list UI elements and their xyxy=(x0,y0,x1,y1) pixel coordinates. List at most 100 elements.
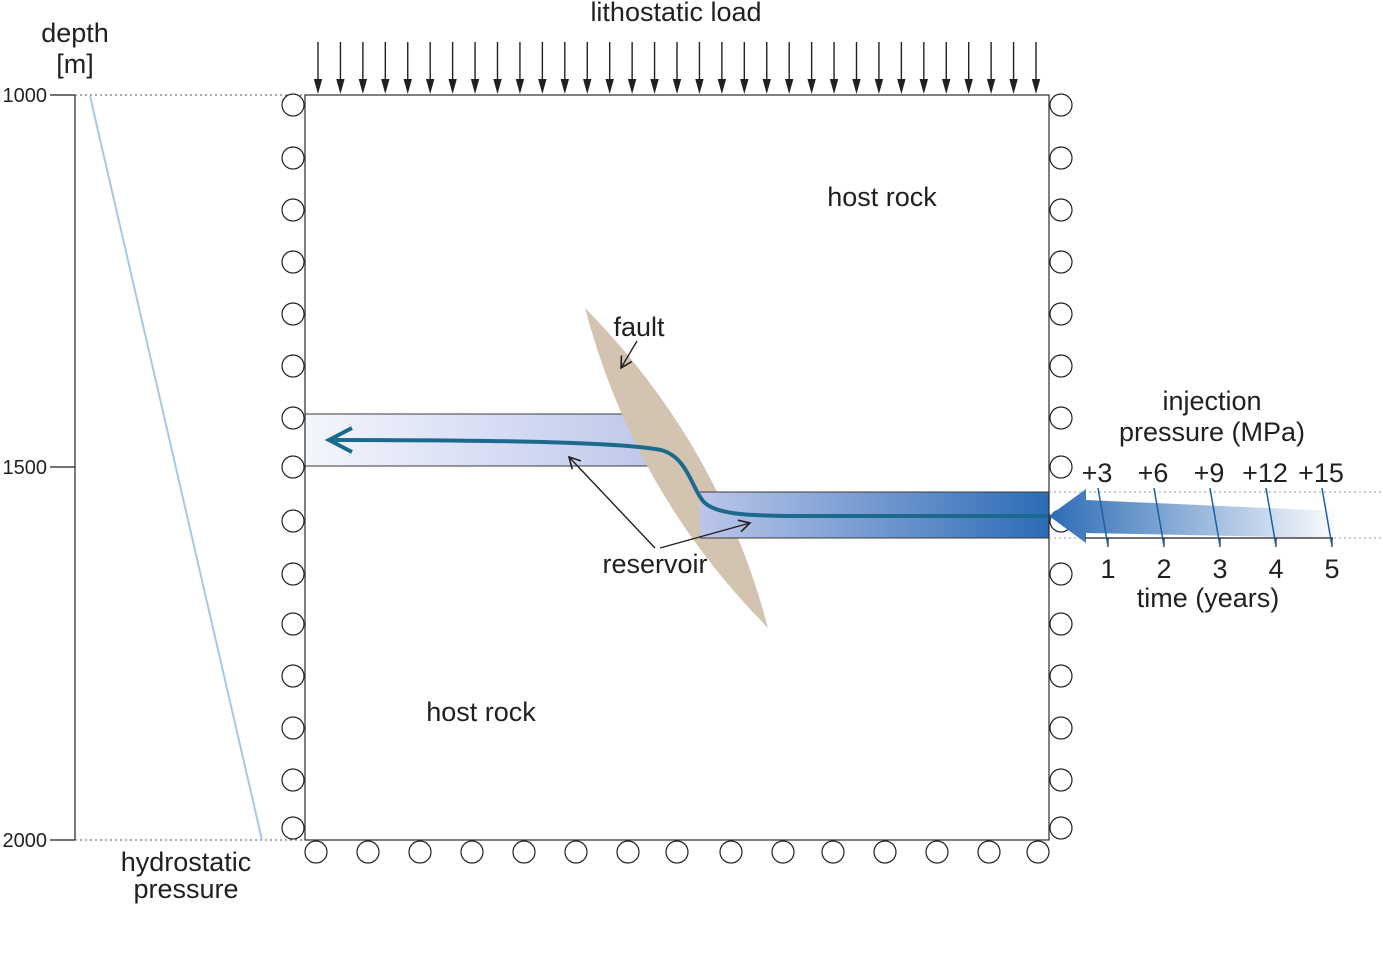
reservoir-pointer-arrow-upper xyxy=(567,455,656,549)
injection-schedule: injection pressure (MPa) +3 +6 +9 +12 +1… xyxy=(1049,386,1383,613)
pressure-step-line xyxy=(1097,487,1109,547)
load-arrow xyxy=(470,42,480,94)
roller-support-right xyxy=(1049,716,1073,740)
time-tick-label: 3 xyxy=(1212,554,1227,584)
load-arrow-head xyxy=(672,79,682,94)
roller-support-right xyxy=(1049,406,1073,430)
roller-support-right xyxy=(1049,455,1073,479)
load-arrow xyxy=(874,42,884,94)
hydrostatic-pressure-label: pressure xyxy=(133,874,238,904)
roller-support-bottom xyxy=(925,840,949,864)
depth-tick-label: 1000 xyxy=(3,85,48,107)
load-arrow xyxy=(852,42,861,94)
fault-pointer-arrow xyxy=(620,340,638,370)
roller-support-left xyxy=(281,146,305,170)
roller-support-bottom xyxy=(564,840,588,864)
fault-label: fault xyxy=(613,312,665,342)
roller-support-right xyxy=(1049,768,1073,792)
time-axis-label: time (years) xyxy=(1137,583,1280,613)
load-arrow-head xyxy=(717,79,727,94)
fluid-flow-path xyxy=(332,438,1051,518)
reservoir-label: reservoir xyxy=(602,549,707,579)
pressure-step-label: +12 xyxy=(1242,458,1288,488)
load-arrow xyxy=(942,42,951,94)
load-arrow-head xyxy=(942,79,951,94)
pressure-step-line xyxy=(1265,487,1277,547)
load-arrow xyxy=(358,42,368,94)
time-tick-label: 4 xyxy=(1268,554,1283,584)
host-rock-label-upper: host rock xyxy=(827,182,937,212)
load-arrow-head xyxy=(448,79,457,94)
load-arrow-head xyxy=(964,79,973,94)
load-arrow xyxy=(964,42,973,94)
load-arrow-head xyxy=(403,79,412,94)
load-arrow xyxy=(627,42,637,94)
load-arrow-head xyxy=(897,79,906,94)
roller-support-right xyxy=(1049,816,1073,840)
load-arrow xyxy=(560,42,570,94)
roller-support-bottom xyxy=(771,840,795,864)
roller-support-right xyxy=(1049,146,1073,170)
load-arrow xyxy=(740,42,749,94)
roller-support-right xyxy=(1049,302,1073,326)
roller-support-bottom xyxy=(512,840,536,864)
load-arrow xyxy=(583,42,592,94)
load-arrow xyxy=(784,42,794,94)
pressure-step-line xyxy=(1209,487,1221,547)
load-arrow-head xyxy=(1009,79,1018,94)
roller-support-left xyxy=(281,354,305,378)
roller-support-left xyxy=(281,455,305,479)
time-tick-label: 5 xyxy=(1324,554,1339,584)
roller-support-right xyxy=(1049,664,1073,688)
roller-support-left xyxy=(281,302,305,326)
load-arrow xyxy=(829,42,839,94)
lithostatic-load-arrows xyxy=(313,42,1041,94)
roller-support-bottom xyxy=(1026,840,1050,864)
load-arrow-head xyxy=(740,79,749,94)
load-arrow-head xyxy=(650,79,659,94)
roller-support-left xyxy=(281,664,305,688)
roller-support-left xyxy=(281,198,305,222)
pressure-step-label: +15 xyxy=(1298,458,1344,488)
load-arrow-head xyxy=(986,79,996,94)
load-arrow xyxy=(986,42,996,94)
load-arrow xyxy=(650,42,659,94)
load-arrow-head xyxy=(695,79,704,94)
time-tick-label: 1 xyxy=(1100,554,1115,584)
roller-support-left xyxy=(281,509,305,533)
roller-support-right xyxy=(1049,198,1073,222)
roller-support-bottom xyxy=(408,840,432,864)
roller-support-bottom xyxy=(616,840,640,864)
injection-title: injection xyxy=(1162,386,1261,416)
load-arrow xyxy=(515,42,525,94)
load-arrow-head xyxy=(784,79,794,94)
reservoir-pointer-arrow-lower xyxy=(659,519,752,549)
load-arrow-head xyxy=(493,79,502,94)
roller-support-right xyxy=(1049,612,1073,636)
injection-pressure-arrow xyxy=(1049,489,1334,543)
load-arrow-head xyxy=(807,79,816,94)
load-arrow-head xyxy=(470,79,480,94)
roller-support-right xyxy=(1049,562,1073,586)
roller-support-bottom xyxy=(460,840,484,864)
load-arrow-head xyxy=(627,79,637,94)
load-arrow-head xyxy=(560,79,570,94)
load-arrow xyxy=(336,42,345,94)
roller-support-right xyxy=(1049,93,1073,117)
load-arrow-head xyxy=(829,79,839,94)
load-arrow xyxy=(695,42,704,94)
host-rock-label-lower: host rock xyxy=(426,697,536,727)
load-arrow xyxy=(425,42,435,94)
roller-support-left xyxy=(281,612,305,636)
load-arrow xyxy=(1031,42,1041,94)
hydrostatic-pressure-line xyxy=(89,95,263,841)
load-arrow-head xyxy=(605,79,614,94)
load-arrow-head xyxy=(358,79,368,94)
depth-axis: depth [m] 1000 1500 2000 xyxy=(3,18,305,852)
depth-axis-unit: [m] xyxy=(56,49,94,79)
roller-support-left xyxy=(281,816,305,840)
roller-support-right xyxy=(1049,354,1073,378)
load-arrow xyxy=(605,42,614,94)
load-arrow xyxy=(717,42,727,94)
roller-support-bottom xyxy=(719,840,743,864)
